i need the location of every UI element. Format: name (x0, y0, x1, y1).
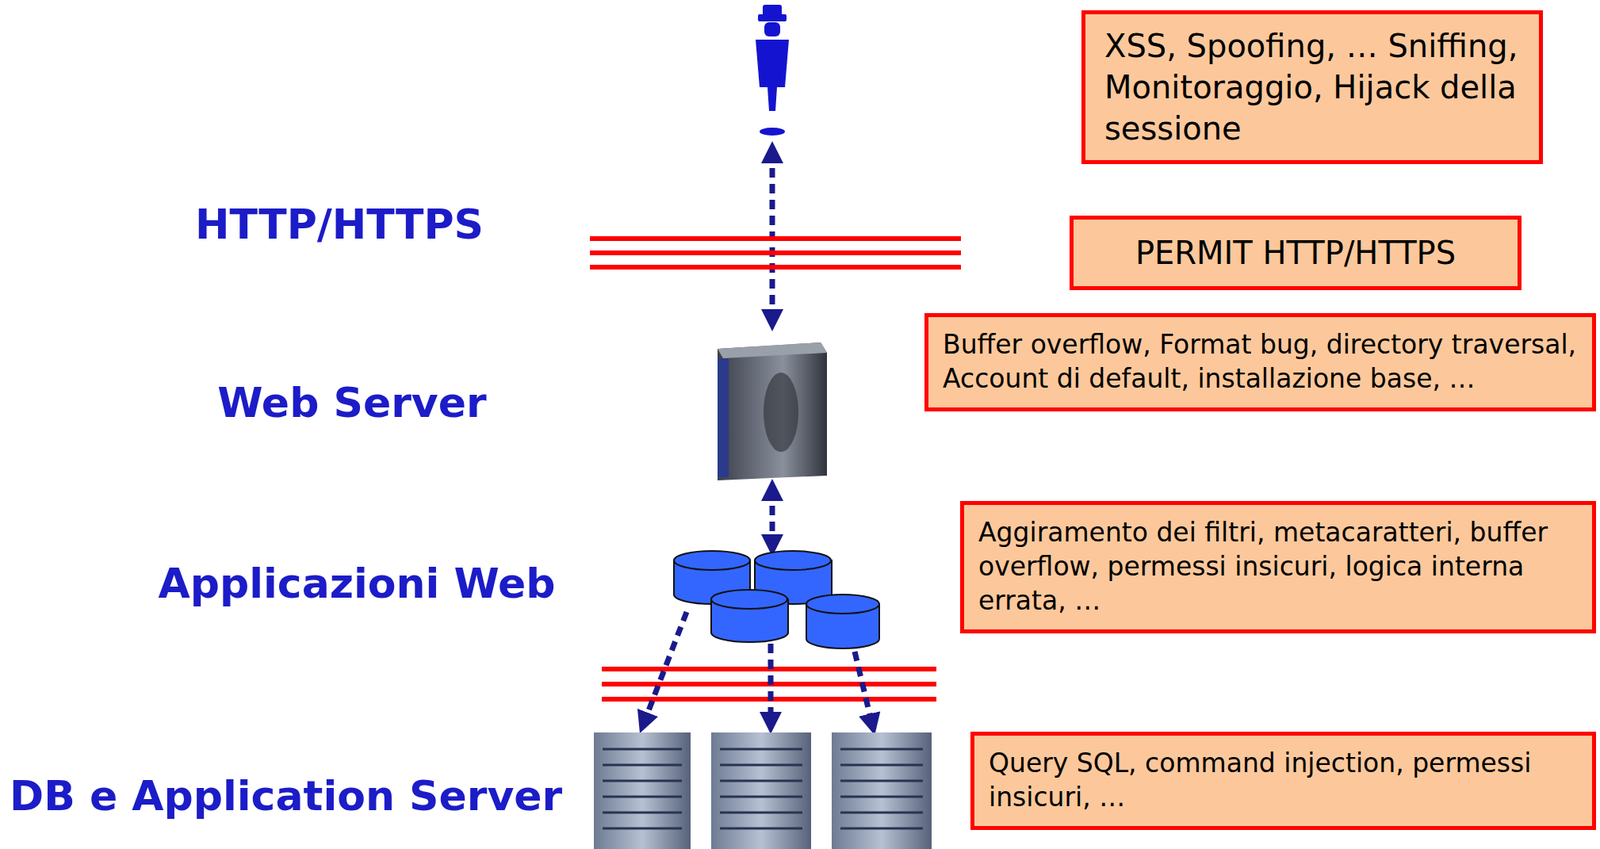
box-text: Query SQL, command injection, permessi i… (988, 746, 1578, 816)
layer-label: Applicazioni Web (157, 559, 556, 608)
threat-box: Query SQL, command injection, permessi i… (970, 731, 1597, 831)
attacker-icon (755, 4, 789, 136)
threat-box: Buffer overflow, Format bug, directory t… (924, 313, 1597, 412)
layer-label: DB e Application Server (9, 772, 563, 820)
layer-label: Web Server (217, 378, 487, 427)
box-text: Buffer overflow, Format bug, directory t… (942, 328, 1578, 397)
web-server-icon (717, 342, 827, 481)
firewall-rule-box: PERMIT HTTP/HTTPS (1069, 215, 1522, 291)
box-text: PERMIT HTTP/HTTPS (1092, 232, 1499, 274)
threat-box: Aggiramento dei filtri, metacaratteri, b… (960, 501, 1597, 634)
threat-box: XSS, Spoofing, … Sniffing, Monitoraggio,… (1081, 10, 1543, 165)
layer-label: HTTP/HTTPS (195, 200, 484, 249)
box-text: Aggiramento dei filtri, metacaratteri, b… (978, 516, 1578, 619)
application-cylinders (673, 551, 880, 649)
db-server-icons (593, 732, 932, 849)
traffic-arrow (769, 489, 776, 546)
box-text: XSS, Spoofing, … Sniffing, Monitoraggio,… (1104, 25, 1520, 150)
traffic-arrow (643, 612, 873, 725)
firewall (589, 238, 961, 268)
